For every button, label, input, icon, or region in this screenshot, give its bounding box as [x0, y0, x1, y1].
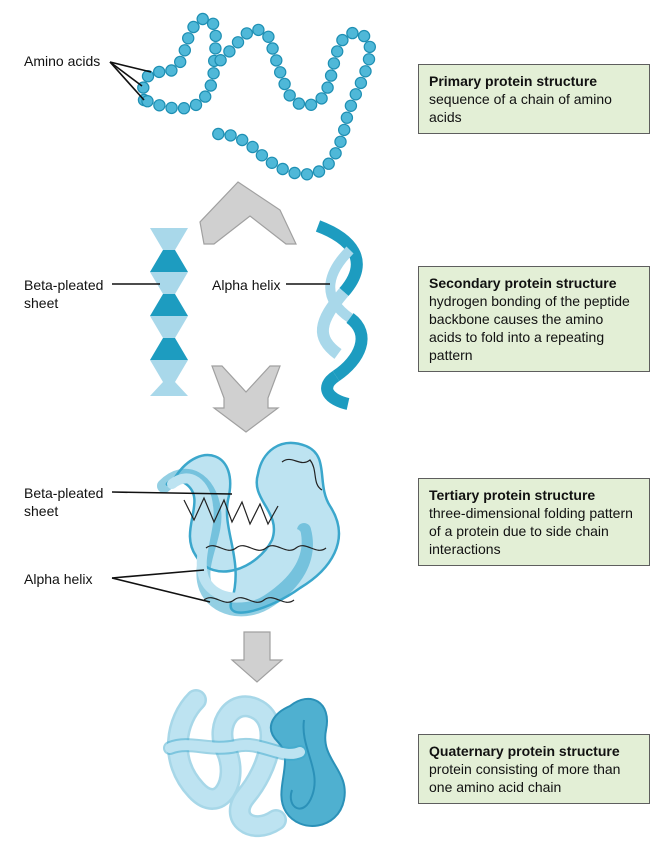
alpha-helix-shape: [315, 220, 368, 410]
amino-acid-bead: [349, 88, 362, 101]
amino-acid-bead: [198, 90, 212, 103]
amino-acid-bead: [252, 23, 265, 37]
amino-acid-bead: [231, 36, 245, 49]
amino-acid-bead: [223, 45, 236, 58]
tertiary-fold-shape: [157, 441, 341, 617]
quaternary-structure-box: Quaternary protein structure protein con…: [418, 734, 650, 804]
amino-acid-bead: [177, 101, 191, 115]
amino-acid-bead: [204, 79, 217, 92]
amino-acid-bead: [165, 64, 178, 77]
amino-acids-pointer-lines: [109, 61, 152, 101]
amino-acid-bead: [276, 162, 289, 176]
quaternary-structure-desc: protein consisting of more than one amin…: [429, 761, 621, 795]
amino-acid-bead: [288, 166, 301, 180]
amino-acid-bead: [240, 27, 253, 40]
primary-structure-desc: sequence of a chain of amino acids: [429, 91, 612, 125]
tertiary-structure-desc: three-dimensional folding pattern of a p…: [429, 505, 633, 557]
amino-acid-bead: [212, 127, 225, 141]
amino-acid-bead: [363, 40, 376, 54]
amino-acid-bead: [324, 69, 338, 82]
amino-acid-bead: [312, 165, 326, 178]
amino-acid-bead: [173, 55, 187, 69]
amino-acid-bead: [300, 168, 314, 181]
amino-acid-bead: [359, 65, 372, 78]
amino-acid-bead: [265, 156, 279, 169]
amino-acid-bead: [209, 42, 222, 55]
amino-acid-bead: [278, 77, 291, 91]
primary-structure-title: Primary protein structure: [429, 73, 598, 89]
amino-acid-bead: [331, 45, 344, 58]
amino-acid-bead: [189, 98, 203, 112]
amino-acid-bead: [338, 123, 351, 137]
quaternary-structure-title: Quaternary protein structure: [429, 743, 620, 759]
amino-acid-bead: [322, 157, 335, 170]
secondary-structure-box: Secondary protein structure hydrogen bon…: [418, 266, 650, 372]
down-arrow: [230, 631, 284, 683]
amino-acid-bead: [141, 94, 154, 108]
amino-acid-bead: [327, 57, 341, 70]
amino-acid-chain: [137, 12, 376, 181]
amino-acid-bead: [178, 44, 191, 57]
primary-structure-box: Primary protein structure sequence of a …: [418, 64, 650, 134]
amino-acid-bead: [206, 17, 220, 30]
beta-pleated-sheet-label-1: Beta-pleated sheet: [24, 277, 104, 311]
amino-acid-bead: [344, 99, 358, 113]
amino-acid-bead: [274, 66, 287, 79]
amino-acid-bead: [196, 12, 209, 26]
amino-acid-bead: [255, 149, 269, 162]
amino-acid-bead: [354, 76, 368, 90]
amino-acid-bead: [315, 92, 328, 105]
amino-acid-bead: [181, 32, 195, 45]
amino-acid-bead: [209, 29, 222, 43]
amino-acid-bead: [224, 129, 237, 142]
amino-acid-bead: [292, 97, 306, 110]
amino-acid-bead: [266, 42, 279, 55]
quaternary-structure-shape: [163, 689, 346, 838]
secondary-structure-title: Secondary protein structure: [429, 275, 617, 291]
beta-pleated-sheet-label-2: Beta-pleated sheet: [24, 485, 104, 519]
amino-acid-bead: [262, 30, 275, 43]
amino-acid-bead: [346, 26, 359, 40]
tertiary-structure-box: Tertiary protein structure three-dimensi…: [418, 478, 650, 566]
beta-pleated-sheet-shape: [150, 228, 188, 396]
amino-acid-bead: [329, 147, 342, 160]
tertiary-pointer-lines: [111, 491, 233, 603]
amino-acid-bead: [235, 133, 249, 147]
tertiary-structure-title: Tertiary protein structure: [429, 487, 596, 503]
amino-acid-bead: [340, 111, 354, 124]
amino-acid-bead: [141, 69, 155, 83]
amino-acid-bead: [362, 53, 376, 66]
split-arrow: [199, 181, 297, 245]
amino-acid-bead: [357, 29, 371, 43]
amino-acid-bead: [153, 99, 166, 112]
amino-acids-label: Amino acids: [24, 53, 101, 69]
amino-acid-bead: [304, 98, 318, 112]
amino-acid-bead: [214, 54, 227, 67]
amino-acid-bead: [334, 135, 347, 148]
secondary-structure-desc: hydrogen bonding of the peptide backbone…: [429, 293, 630, 363]
amino-acid-bead: [321, 81, 334, 94]
merge-arrow: [211, 365, 281, 433]
amino-acid-bead: [270, 54, 283, 67]
amino-acid-bead: [336, 33, 349, 47]
amino-acid-bead: [246, 140, 259, 154]
amino-acid-bead: [283, 89, 296, 102]
amino-acid-bead: [152, 65, 166, 79]
alpha-helix-label-2: Alpha helix: [24, 571, 93, 587]
alpha-helix-label-1: Alpha helix: [212, 277, 281, 293]
amino-acid-bead: [165, 101, 178, 115]
amino-acid-bead: [207, 67, 220, 80]
amino-acid-bead: [187, 20, 200, 34]
